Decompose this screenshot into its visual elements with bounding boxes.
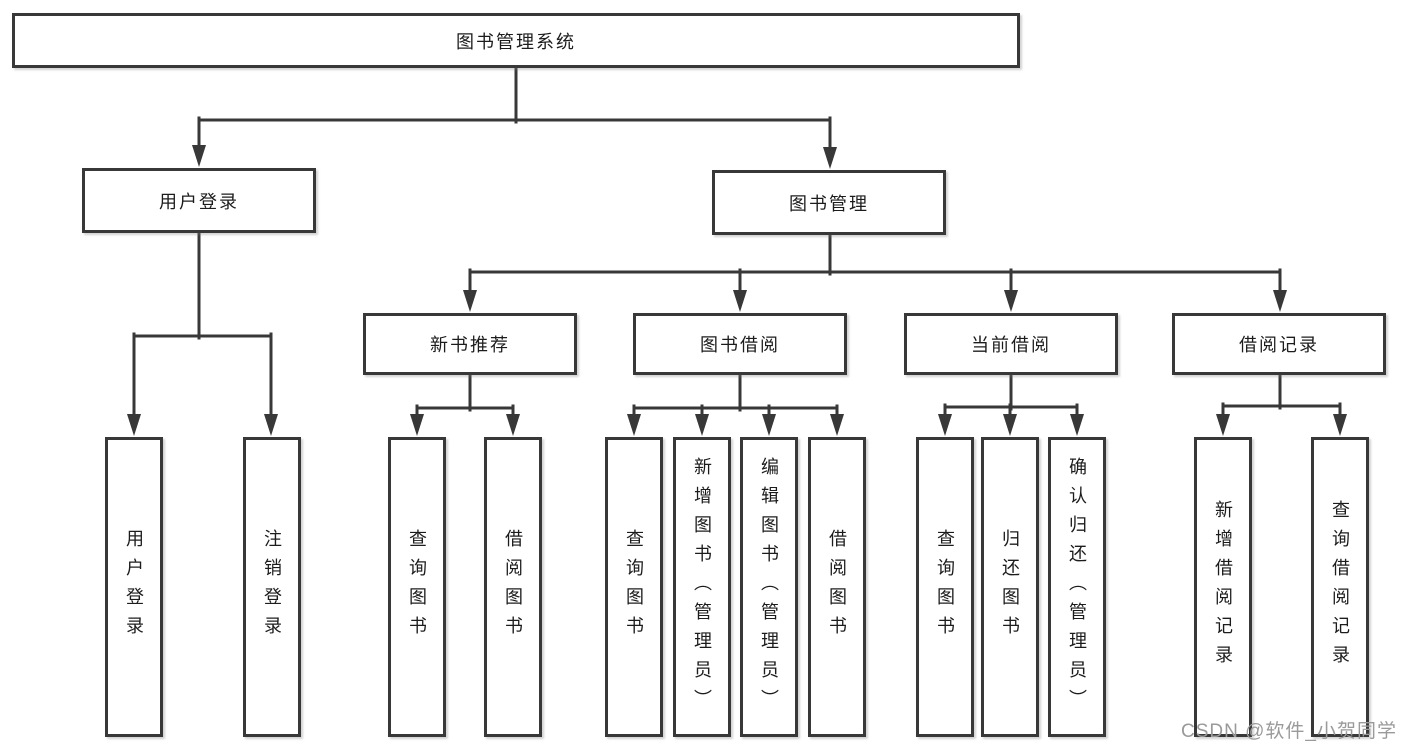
- leaf-borrow-books-recommend: 借阅图书: [484, 437, 542, 737]
- branch-current-borrow: 当前借阅: [904, 313, 1118, 375]
- branch-borrow-records: 借阅记录: [1172, 313, 1386, 375]
- leaf-label: 归还图书: [1000, 529, 1020, 645]
- branch-user-login: 用户登录: [82, 168, 316, 233]
- leaf-label: 查询借阅记录: [1330, 500, 1350, 674]
- branch-book-borrow: 图书借阅: [633, 313, 847, 375]
- leaf-label: 确认归还（管理员）: [1067, 456, 1087, 718]
- leaf-query-books-current: 查询图书: [916, 437, 974, 737]
- branch-book-management: 图书管理: [712, 170, 946, 235]
- leaf-query-borrow-record: 查询借阅记录: [1311, 437, 1369, 737]
- leaf-label: 借阅图书: [503, 529, 523, 645]
- leaf-label: 注销登录: [262, 529, 282, 645]
- branch-new-book-recommend: 新书推荐: [363, 313, 577, 375]
- leaf-return-books: 归还图书: [981, 437, 1039, 737]
- root-node: 图书管理系统: [12, 13, 1020, 68]
- leaf-label: 新增借阅记录: [1213, 500, 1233, 674]
- leaf-label: 查询图书: [407, 529, 427, 645]
- leaf-add-borrow-record: 新增借阅记录: [1194, 437, 1252, 737]
- leaf-borrow-books-borrow: 借阅图书: [808, 437, 866, 737]
- leaf-query-books-borrow: 查询图书: [605, 437, 663, 737]
- leaf-edit-book-admin: 编辑图书（管理员）: [740, 437, 798, 737]
- leaf-label: 编辑图书（管理员）: [759, 456, 779, 718]
- leaf-query-books-recommend: 查询图书: [388, 437, 446, 737]
- leaf-add-book-admin: 新增图书（管理员）: [673, 437, 731, 737]
- leaf-label: 查询图书: [624, 529, 644, 645]
- arrowheads: [127, 145, 1347, 436]
- leaf-label: 用户登录: [124, 529, 144, 645]
- leaf-user-login: 用户登录: [105, 437, 163, 737]
- leaf-label: 借阅图书: [827, 529, 847, 645]
- leaf-label: 新增图书（管理员）: [692, 456, 712, 718]
- leaf-confirm-return-admin: 确认归还（管理员）: [1048, 437, 1106, 737]
- leaf-label: 查询图书: [935, 529, 955, 645]
- watermark: CSDN @软件_小贺同学: [1181, 721, 1397, 742]
- leaf-logout: 注销登录: [243, 437, 301, 737]
